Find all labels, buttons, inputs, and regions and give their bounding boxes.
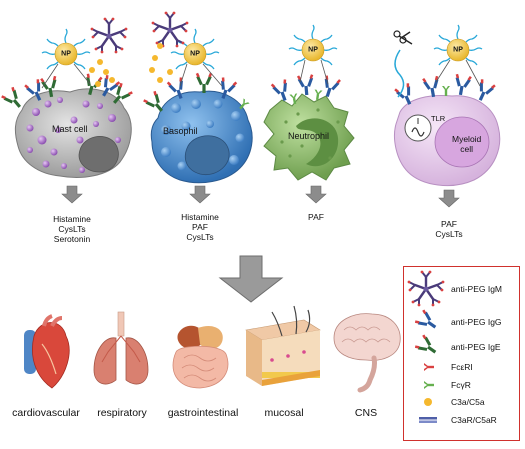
skin-mucosa-icon (245, 305, 321, 386)
mediator: PAF (441, 219, 457, 229)
tlr-endosome (404, 114, 432, 142)
basophil-label: Basophil (163, 126, 198, 136)
organ-label-cardiovascular: cardiovascular (12, 407, 80, 419)
np-label: NP (61, 50, 71, 58)
organ-label-cns: CNS (354, 407, 378, 419)
scissors-icon (393, 30, 413, 45)
nanoparticle-3 (288, 24, 338, 66)
legend-box (403, 266, 520, 441)
legend-label-igm: anti-PEG IgM (451, 284, 503, 294)
heart-icon (24, 314, 70, 389)
neutrophil-nucleus (296, 118, 339, 167)
organ-label-gastrointestinal: gastrointestinal (167, 407, 239, 419)
igm-pentamer-icon (89, 16, 129, 55)
np-label: NP (453, 46, 463, 54)
np-binding-lines (41, 59, 481, 89)
organ-label-respiratory: respiratory (97, 407, 147, 419)
nanoparticle-1 (41, 28, 91, 70)
basophil-nucleus (184, 135, 230, 176)
tlr-label: TLR (431, 114, 446, 123)
organ-label-mucosal: mucosal (264, 407, 304, 419)
nanoparticle-2 (170, 28, 220, 70)
myeloid-cell (393, 30, 501, 186)
legend-label-igg: anti-PEG IgG (451, 317, 502, 327)
complement-dot-icon (424, 398, 432, 406)
legend-label-c3a-c5a: C3a/C5a (451, 397, 485, 407)
mast-cell-nucleus (78, 136, 119, 173)
nanoparticle-4 (433, 24, 483, 66)
digestive-system-icon (172, 325, 229, 389)
large-down-arrow (218, 255, 284, 303)
mediator: CysLTs (58, 224, 86, 234)
arrow-myeloid (438, 189, 460, 208)
complement-fragments (89, 43, 173, 87)
neutrophil-mediators: PAF (296, 212, 336, 222)
arrow-neutrophil (305, 185, 327, 204)
neutrophil-granules (280, 108, 340, 160)
mediator: CysLTs (435, 229, 463, 239)
myeloid-cell-label: Myeloid cell (452, 134, 481, 154)
np-label: NP (308, 46, 318, 54)
myeloid-mediators: PAF CysLTs (429, 219, 469, 239)
myeloid-cell-nucleus (434, 116, 490, 168)
cleaved-peg-chain (394, 49, 405, 98)
mast-cell-granules (26, 97, 121, 173)
legend-label-fceri: FcεRI (451, 362, 473, 372)
mast-cell-label: Mast cell (52, 124, 88, 134)
mast-cell-mediators: Histamine CysLTs Serotonin (42, 214, 102, 244)
basophil-granules (161, 99, 245, 171)
legend-label-fcgr: FcγR (451, 380, 471, 390)
legend-label-c3ar-c5ar: C3aR/C5aR (451, 415, 497, 425)
brain-icon (333, 313, 401, 393)
myeloid-cell-label-line1: Myeloid (452, 134, 482, 144)
arrow-basophil (189, 185, 211, 204)
neutrophil-label: Neutrophil (288, 131, 330, 141)
mediator: CysLTs (186, 232, 214, 242)
arrow-mast-cell (61, 185, 83, 204)
igm-pentamer-icon (150, 10, 190, 49)
basophil (142, 72, 253, 184)
mediator: PAF (308, 212, 324, 222)
mediator: Serotonin (53, 234, 91, 244)
complement-receptor-icon (419, 417, 437, 423)
legend-icons (406, 269, 446, 423)
myeloid-cell-label-line2: cell (460, 144, 474, 154)
mast-cell (0, 73, 134, 178)
mediator: Histamine (181, 212, 219, 222)
legend-label-ige: anti-PEG IgE (451, 342, 501, 352)
lungs-icon (93, 311, 149, 385)
np-label: NP (190, 50, 200, 58)
basophil-mediators: Histamine PAF CysLTs (170, 212, 230, 242)
neutrophil (263, 74, 355, 181)
mediator: Histamine (53, 214, 91, 224)
mediator: PAF (192, 222, 208, 232)
